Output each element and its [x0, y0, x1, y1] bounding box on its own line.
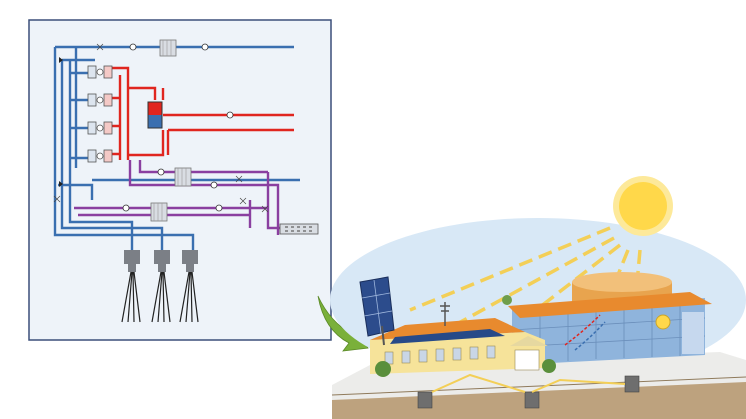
tree — [542, 359, 556, 373]
flow-arrow — [59, 181, 63, 187]
storage-tank — [147, 101, 163, 129]
heat-pump-unit-4 — [87, 149, 113, 163]
sun-icon — [613, 176, 673, 236]
cold-water-pipes — [53, 45, 300, 250]
heat-pump-unit-3 — [87, 121, 113, 135]
tree — [375, 361, 391, 377]
window-row — [384, 345, 496, 365]
return-pipes — [74, 160, 296, 235]
heat-pump-unit-2 — [87, 93, 113, 107]
tree — [502, 295, 512, 305]
hot-water-pipes — [105, 66, 294, 160]
borehole-probes — [121, 250, 199, 323]
building-illustration — [330, 176, 746, 419]
ground-boreholes — [417, 375, 640, 409]
valve-symbols — [53, 43, 269, 213]
borehole-probe-1 — [121, 250, 141, 323]
heat-exchanger-middle — [174, 167, 192, 187]
glass-building — [508, 292, 712, 365]
pump-symbols — [122, 43, 234, 212]
borehole-probe-3 — [179, 250, 199, 323]
borehole-probe-2 — [151, 250, 171, 323]
yellow-building — [370, 318, 548, 374]
heat-exchanger-bottom — [150, 202, 168, 222]
solar-panel-icon — [359, 276, 395, 346]
heat-pump-units — [87, 65, 113, 163]
schematic-panel — [28, 19, 332, 341]
radiator-coil — [279, 223, 319, 235]
heat-pump-unit-1 — [87, 65, 113, 79]
utility-pole — [440, 302, 450, 326]
heat-exchanger-top — [159, 39, 177, 57]
flow-arrow — [59, 57, 63, 63]
